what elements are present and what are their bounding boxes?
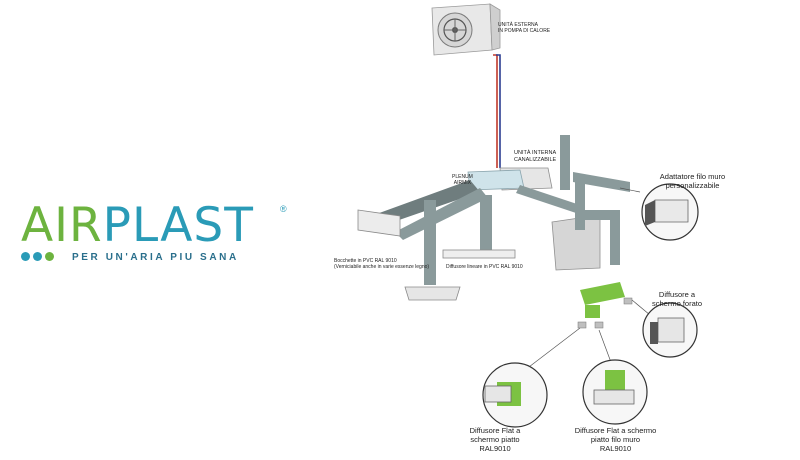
outlet-grilles <box>357 209 516 301</box>
detail-flat-piatto <box>482 362 548 428</box>
hvac-system-diagram: UNITÀ ESTERNA IN POMPA DI CALORE UNITÀ I… <box>300 0 800 455</box>
logo-tagline: PER UN'ARIA PIU SANA <box>72 252 239 263</box>
logo-dot <box>33 252 42 261</box>
external-unit <box>431 3 501 56</box>
leader-lines <box>524 187 651 371</box>
logo-wordmark: AIRPLAST <box>21 198 254 254</box>
logo-dot <box>21 252 30 261</box>
registered-mark: ® <box>280 204 287 214</box>
logo-plast: PLAST <box>102 198 254 253</box>
logo-air: AIR <box>21 198 103 253</box>
label-diffusore-lineare: Diffusore lineare in PVC RAL 9010 <box>446 264 523 270</box>
detail-diffusore-forato <box>642 302 698 358</box>
refrigerant-pipes <box>493 54 501 168</box>
label-plenum: PLENUM AIRMIX <box>452 174 473 186</box>
diagram-svg <box>357 3 699 428</box>
internal-unit <box>467 167 553 191</box>
label-adattatore: Adattatore filo muro personalizzabile <box>659 172 726 190</box>
detail-adattatore <box>641 183 699 241</box>
label-flat-filo-muro: Diffusore Flat a schermo piatto filo mur… <box>574 426 657 453</box>
tall-unit-and-chimney <box>551 135 630 271</box>
label-bocchette: Bocchette in PVC RAL 9010 (Verniciabile … <box>334 258 430 270</box>
label-diffusore-forato: Diffusore a schermo forato <box>651 290 703 308</box>
label-flat-piatto: Diffusore Flat a schermo piatto RAL9010 <box>469 426 521 453</box>
logo-dot <box>45 252 54 261</box>
logo-dots <box>21 252 54 261</box>
label-internal-unit: UNITÀ INTERNA CANALIZZABILE <box>514 150 557 163</box>
green-distribution <box>577 282 633 329</box>
airplast-logo: AIRPLAST ® PER UN'ARIA PIU SANA <box>18 198 303 278</box>
detail-flat-filo-muro <box>582 359 648 425</box>
label-external-unit: UNITÀ ESTERNA IN POMPA DI CALORE <box>498 22 551 34</box>
